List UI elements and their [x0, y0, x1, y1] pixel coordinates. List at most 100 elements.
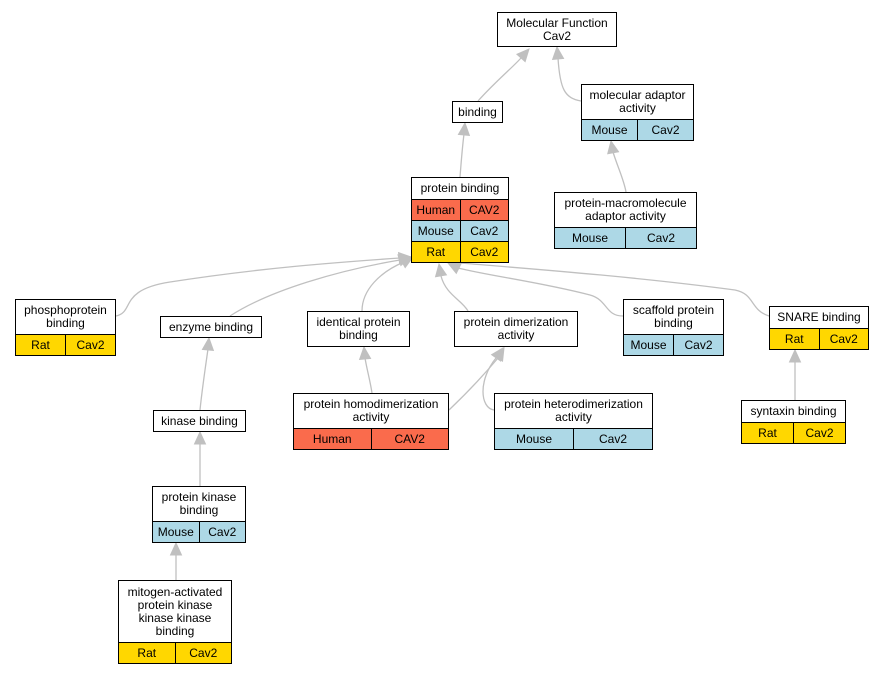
- go-term-title-line: binding: [654, 316, 693, 330]
- arrowhead-icon: [516, 48, 530, 63]
- go-term-title-line: protein kinase: [161, 490, 237, 504]
- go-term-title: syntaxin binding: [742, 401, 845, 422]
- go-term-title: kinase binding: [154, 413, 245, 430]
- species-cell: Mouse: [555, 228, 625, 248]
- arrowhead-icon: [399, 256, 415, 269]
- go-term-title-line: syntaxin binding: [750, 404, 837, 418]
- arrowhead-icon: [358, 345, 372, 361]
- go-term-kinase-binding[interactable]: kinase binding: [153, 410, 246, 432]
- go-term-title-line: molecular adaptor: [589, 88, 686, 102]
- species-cell: Rat: [16, 335, 65, 355]
- gene-cell: Cav2: [818, 329, 868, 349]
- go-term-title-line: protein homodimerization: [303, 397, 439, 411]
- edge-proteinbinding-binding: [459, 133, 465, 178]
- go-term-binding[interactable]: binding: [452, 101, 503, 123]
- arrowhead-icon: [201, 336, 215, 352]
- gene-cell: Cav2: [573, 429, 652, 449]
- edge-scaffold-pb: [457, 267, 624, 317]
- go-term-title-line: activity: [619, 101, 656, 115]
- gene-cell: CAV2: [459, 200, 508, 220]
- edge-pmadaptor-adaptor: [612, 151, 627, 193]
- arrowhead-icon: [193, 430, 207, 445]
- edge-adaptor-mf: [557, 57, 582, 102]
- go-term-title: protein binding: [412, 178, 508, 199]
- go-term-title-line: SNARE binding: [777, 310, 861, 324]
- arrowhead-icon: [607, 139, 620, 155]
- go-term-title-line: activity: [497, 328, 535, 342]
- edge-snare-pb: [459, 262, 770, 317]
- gene-cell: Cav2: [198, 522, 245, 542]
- species-cell: Mouse: [582, 120, 637, 140]
- go-term-title-line: activity: [555, 410, 592, 424]
- go-term-enzyme-binding[interactable]: enzyme binding: [160, 316, 262, 338]
- arrowhead-icon: [490, 347, 504, 362]
- go-term-title-line: kinase kinase: [138, 610, 212, 625]
- species-cell: Human: [294, 429, 371, 449]
- gene-cell: Cav2: [673, 335, 723, 355]
- arrowhead-icon: [434, 262, 448, 278]
- go-term-title-line: adaptor activity: [585, 209, 666, 223]
- go-term-title-line: Molecular Function: [506, 15, 608, 30]
- go-term-title-line: scaffold protein: [632, 303, 715, 317]
- edge-identical-pb: [361, 261, 405, 312]
- go-term-title-line: protein kinase: [137, 597, 213, 612]
- go-term-title-line: protein dimerization: [463, 315, 569, 329]
- go-term-title-line: binding: [179, 503, 219, 517]
- go-term-title-line: binding: [339, 328, 378, 342]
- go-term-title-line: kinase binding: [161, 413, 238, 428]
- species-cell: Mouse: [412, 221, 460, 241]
- go-term-title: enzyme binding: [161, 319, 261, 336]
- go-term-title-line: mitogen-activated: [127, 584, 223, 599]
- species-cell: Rat: [770, 329, 819, 349]
- arrowhead-icon: [457, 121, 471, 137]
- edge-enzyme-pb: [229, 259, 401, 317]
- gene-cell: CAV2: [370, 429, 448, 449]
- go-term-title: SNARE binding: [770, 307, 868, 328]
- go-term-title: binding: [453, 104, 502, 121]
- species-cell: Human: [412, 200, 460, 220]
- go-term-title-line: Cav2: [542, 28, 571, 43]
- species-cell: Mouse: [495, 429, 573, 449]
- gene-cell: Cav2: [65, 335, 115, 355]
- edge-phospho-pb: [115, 257, 401, 317]
- go-term-title-line: activity: [352, 410, 390, 424]
- species-cell: Mouse: [624, 335, 673, 355]
- go-term-title-line: protein binding: [420, 181, 500, 195]
- edge-hetero-dimer: [482, 357, 497, 411]
- arrowhead-icon: [788, 348, 802, 363]
